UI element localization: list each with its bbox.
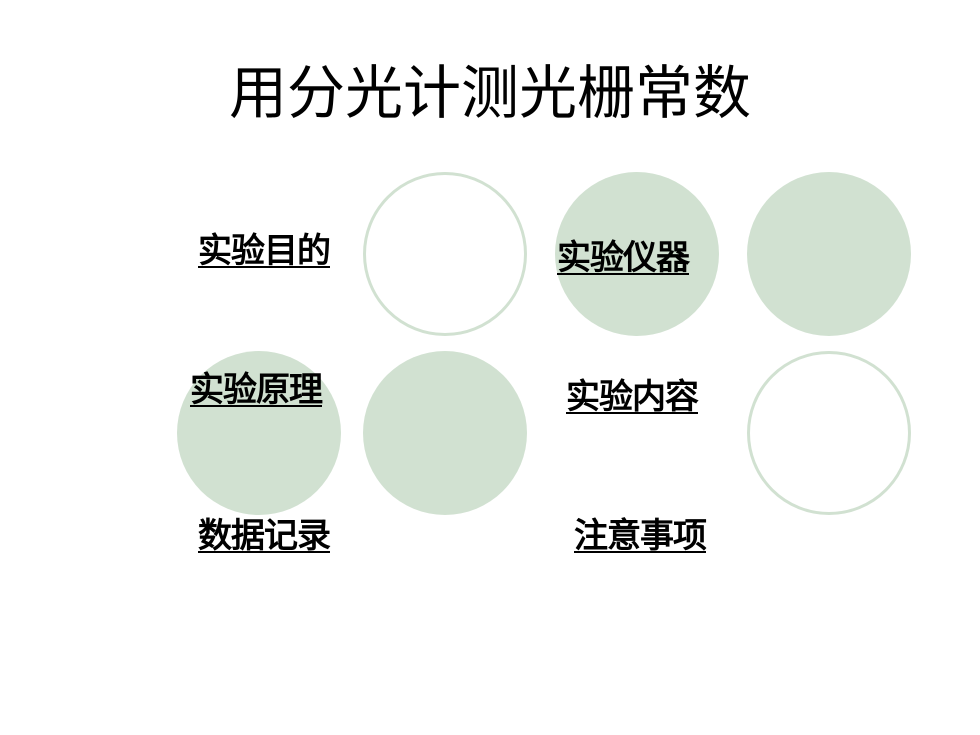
link-experiment-instruments[interactable]: 实验仪器 [557,238,690,278]
link-data-record[interactable]: 数据记录 [198,516,331,556]
slide-title: 用分光计测光栅常数 [228,59,751,127]
decorative-circle-outline [363,172,527,336]
decorative-circle-filled [555,172,719,336]
decorative-circle-filled [363,351,527,515]
link-notes[interactable]: 注意事项 [574,516,707,556]
link-experiment-purpose[interactable]: 实验目的 [198,231,331,271]
decorative-circle-outline [747,351,911,515]
decorative-circle-filled [177,351,341,515]
link-experiment-principle[interactable]: 实验原理 [190,370,323,410]
link-experiment-content[interactable]: 实验内容 [566,377,699,417]
decorative-circle-filled [747,172,911,336]
